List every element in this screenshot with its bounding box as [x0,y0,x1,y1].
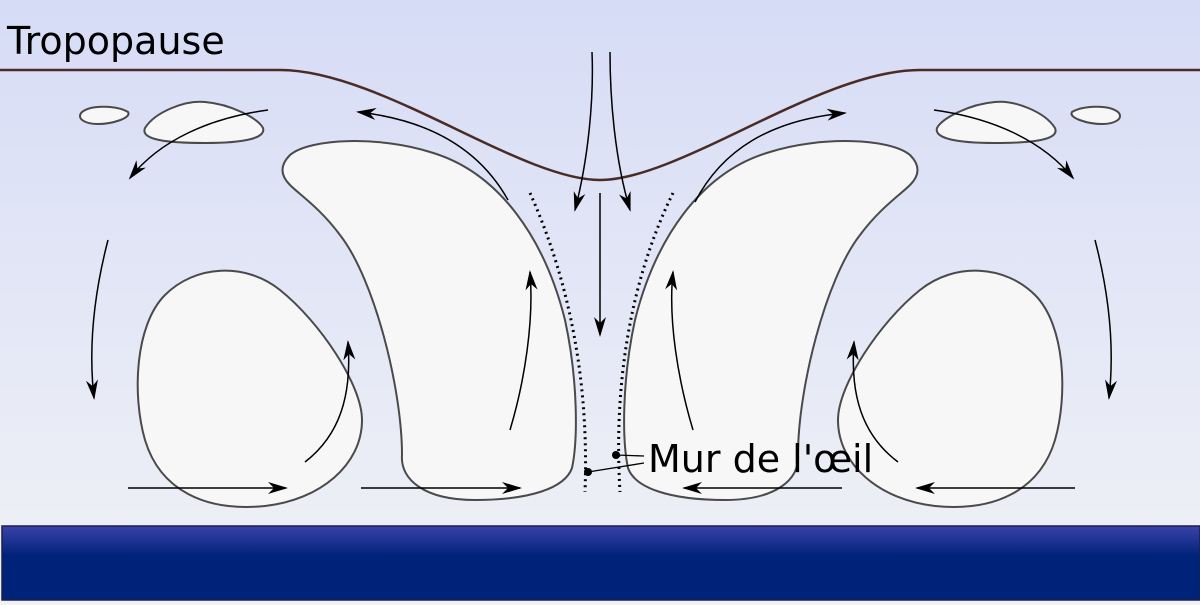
outer-descent-arrow-right [1094,239,1117,400]
upper-descent-arrow-left [128,109,269,180]
ocean-surface [1,525,1200,601]
small-cloud-far-right [1070,105,1121,126]
eyewall-updraft-arrow-right [665,270,694,431]
outflow-arrow-left [356,108,509,201]
circulation-arrows [86,51,1117,494]
eyewall-pointer-line-upper [615,454,645,457]
rainband-updraft-arrow-left [304,340,356,463]
rainband-cloud-right [836,269,1064,508]
eyewall-boundary-right [617,192,675,493]
eye-subsidence-arrow-right [609,51,631,212]
eyewall-label: Mur de l'œil [648,437,873,481]
eye-subsidence-arrow-left [573,51,594,212]
outer-descent-arrow-left [86,239,109,400]
small-cloud-far-left [79,105,130,126]
eyewall-boundary-left [528,192,588,493]
rainband-cloud-left [136,269,364,508]
eyewall-pointer-dot-upper [612,451,620,459]
upper-cloud-left [143,100,265,145]
eyewall-pointer-line-lower [587,462,645,473]
eyewall-boundaries [528,192,675,493]
upper-descent-arrow-right [933,109,1075,180]
outflow-arrow-right [694,108,847,203]
eyewall-cloud-left [281,140,577,502]
eyewall-pointer-dot-lower [584,468,592,476]
eyewall-updraft-arrow-left [509,270,538,431]
tropopause-line [0,68,1200,182]
rainband-updraft-arrow-right [846,340,899,463]
eyewall-label-pointers [584,451,645,476]
cloud-bands [79,100,1121,508]
eyewall-cloud-right [623,140,919,502]
upper-cloud-right [935,100,1057,145]
tropopause-label: Tropopause [6,19,225,63]
